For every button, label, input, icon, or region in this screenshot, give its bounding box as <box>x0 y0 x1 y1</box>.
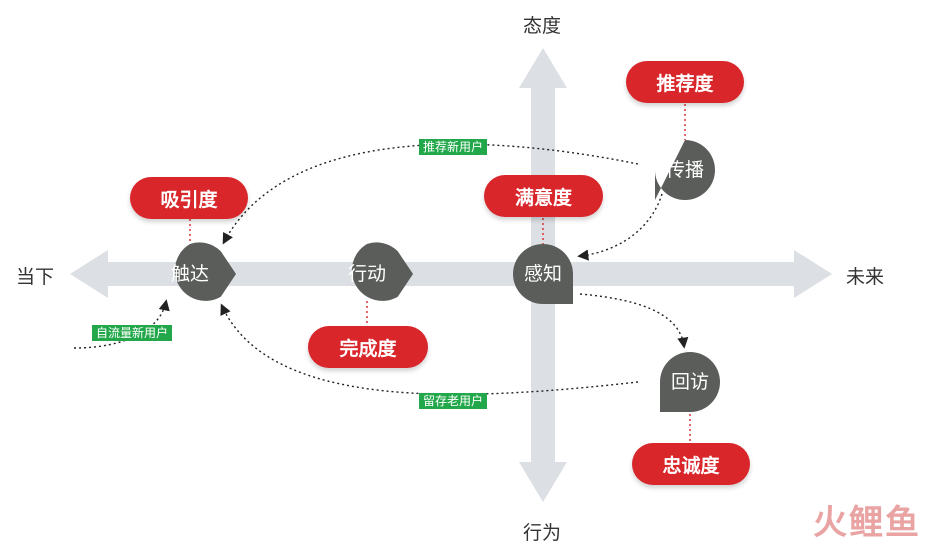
watermark-logo: 火鲤鱼 <box>813 503 921 543</box>
metric-connectors <box>189 104 691 442</box>
axis-label-attitude: 态度 <box>523 15 562 37</box>
node-action-label: 行动 <box>347 263 386 285</box>
node-revisit-label: 回访 <box>670 371 709 393</box>
node-spread-shape <box>655 140 715 200</box>
node-perceive-label: 感知 <box>523 263 562 285</box>
organic-curve <box>73 299 170 349</box>
node-touch-label: 触达 <box>170 263 209 285</box>
axis-label-future: 未来 <box>846 266 885 288</box>
tag-recommend-new-users: 推荐新用户 <box>419 139 488 155</box>
node-revisit-shape <box>660 352 720 412</box>
metric-attraction: 吸引度 <box>130 177 248 219</box>
metric-recommendation: 推荐度 <box>626 61 744 103</box>
metric-satisfaction: 满意度 <box>484 175 603 217</box>
metric-completion: 完成度 <box>308 326 428 368</box>
node-spread-label: 传播 <box>665 159 704 181</box>
metric-loyalty: 忠诚度 <box>632 443 750 485</box>
spread-to-perceive-curve <box>577 193 663 261</box>
perceive-to-revisit-curve <box>579 293 689 349</box>
node-perceive-shape <box>513 244 573 304</box>
tag-retain-old-users: 留存老用户 <box>419 393 488 409</box>
retain-curve <box>220 303 639 395</box>
axis-label-behavior: 行为 <box>523 522 562 544</box>
tag-organic-new-users: 自流量新用户 <box>92 325 173 341</box>
axis-label-present: 当下 <box>16 266 55 288</box>
node-action-shape <box>351 242 413 301</box>
node-touch-shape <box>174 242 236 301</box>
recommend-curve <box>222 143 639 245</box>
